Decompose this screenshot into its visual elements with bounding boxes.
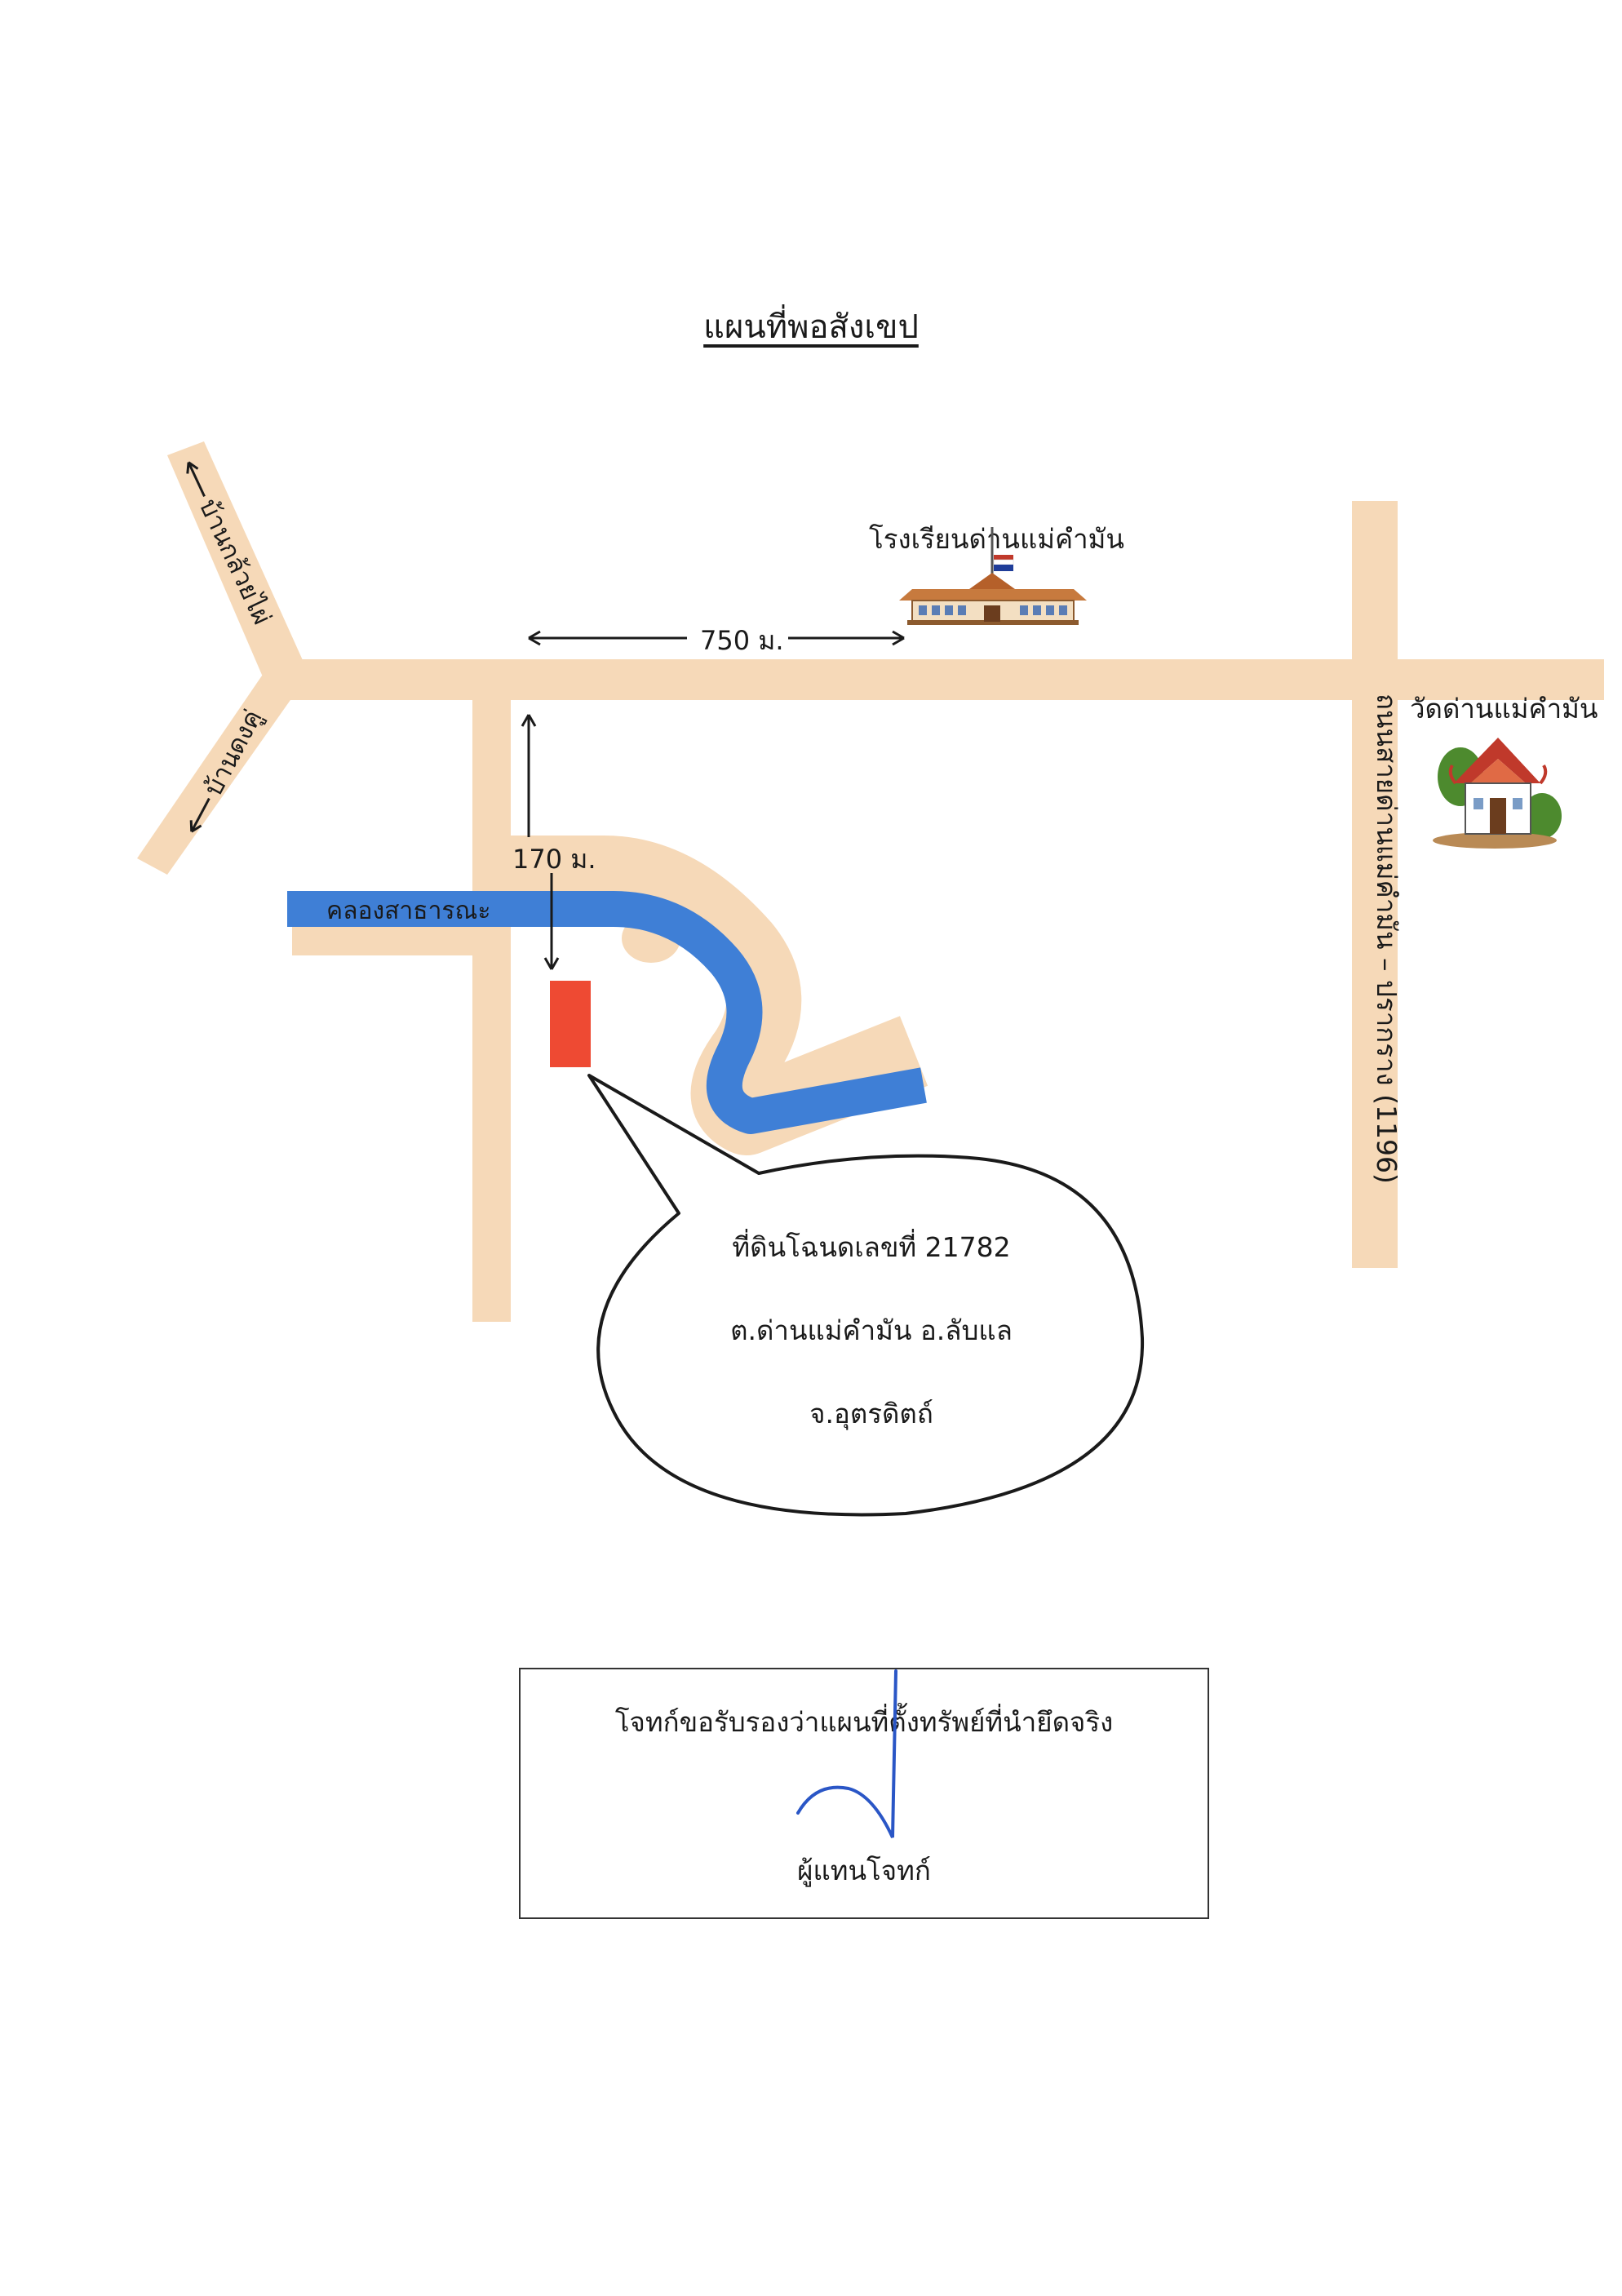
land-plot — [550, 981, 591, 1067]
distance-horizontal — [528, 630, 905, 646]
distance-horizontal-label: 750 ม. — [700, 625, 784, 656]
callout-line-1: ที่ดินโฉนดเลขที่ 21782 — [732, 1229, 1010, 1263]
distance-vertical-label: 170 ม. — [512, 844, 596, 875]
canal — [287, 891, 927, 1134]
callout-line-3: จ.อุตรดิตถ์ — [809, 1398, 933, 1430]
side-road — [472, 700, 511, 1322]
certification-statement: โจทก์ขอรับรองว่าแผนที่ตั้งทรัพย์ที่นำยึด… — [614, 1706, 1114, 1738]
road-ban-dong-koo — [137, 663, 302, 875]
highway-road — [1352, 501, 1398, 1268]
callout-line-2: ต.ด่านแม่คำมัน อ.ลับแล — [730, 1314, 1013, 1346]
roads — [137, 441, 1604, 1322]
temple-label: วัดด่านแม่คำมัน — [1410, 693, 1598, 725]
main-road — [269, 659, 1604, 700]
road-ban-kluay-phai — [167, 441, 306, 692]
map-title: แผนที่พอสังเขป — [703, 308, 919, 346]
certification-box: โจทก์ขอรับรองว่าแผนที่ตั้งทรัพย์ที่นำยึด… — [519, 1668, 1209, 1919]
arrow-ban-dong-koo — [189, 797, 211, 833]
school-label: โรงเรียนด่านแม่คำมัน — [869, 523, 1124, 555]
school-icon — [899, 527, 1087, 625]
callout-bubble — [587, 1074, 1145, 1517]
canal-label: คลองสาธารณะ — [326, 897, 491, 925]
temple-icon — [1433, 738, 1562, 849]
distance-vertical — [521, 714, 560, 970]
signer-title: ผู้แทนโจทก์ — [797, 1855, 931, 1886]
arrow-ban-kluay-phai — [186, 461, 206, 497]
label-highway-1196: ถนนสายด่านแม่คำมัน – ปรากราง (1196) — [1371, 694, 1403, 1184]
